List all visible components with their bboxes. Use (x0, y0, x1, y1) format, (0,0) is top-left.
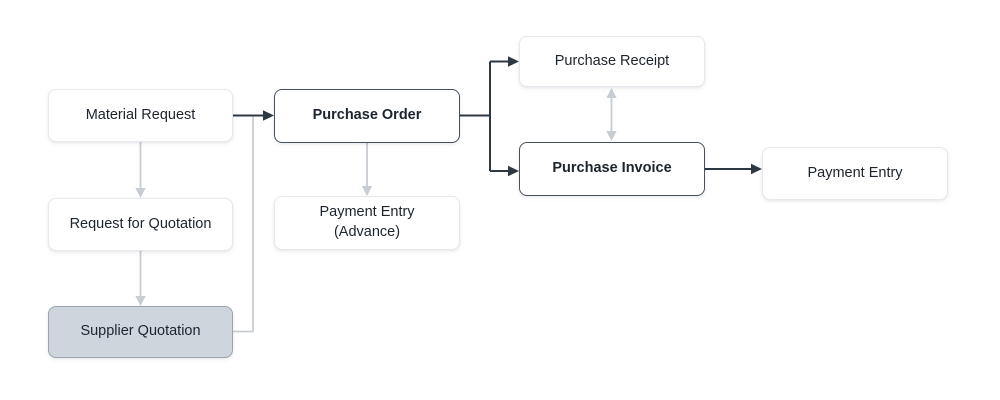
node-material-request: Material Request (48, 89, 233, 142)
edge-material-request-to-purchase-order (233, 110, 274, 121)
edge-purchase-receipt-purchase-invoice-bidirectional (606, 88, 617, 141)
edge-supplier-quotation-feedback (233, 116, 254, 333)
node-purchase-invoice: Purchase Invoice (519, 142, 705, 196)
node-payment-entry-advance: Payment Entry (Advance) (274, 196, 460, 250)
node-payment-entry: Payment Entry (762, 147, 948, 200)
node-purchase-receipt: Purchase Receipt (519, 36, 705, 87)
edge-request-for-quotation-to-supplier-quotation (135, 251, 146, 306)
node-purchase-order: Purchase Order (274, 89, 460, 143)
edge-purchase-invoice-to-payment-entry (705, 163, 762, 175)
edge-material-request-to-request-for-quotation (135, 142, 146, 198)
node-supplier-quotation: Supplier Quotation (48, 306, 233, 358)
edge-purchase-order-to-payment-entry-advance (361, 143, 373, 196)
edge-purchase-order-branch (460, 56, 519, 177)
node-request-for-quotation: Request for Quotation (48, 198, 233, 251)
